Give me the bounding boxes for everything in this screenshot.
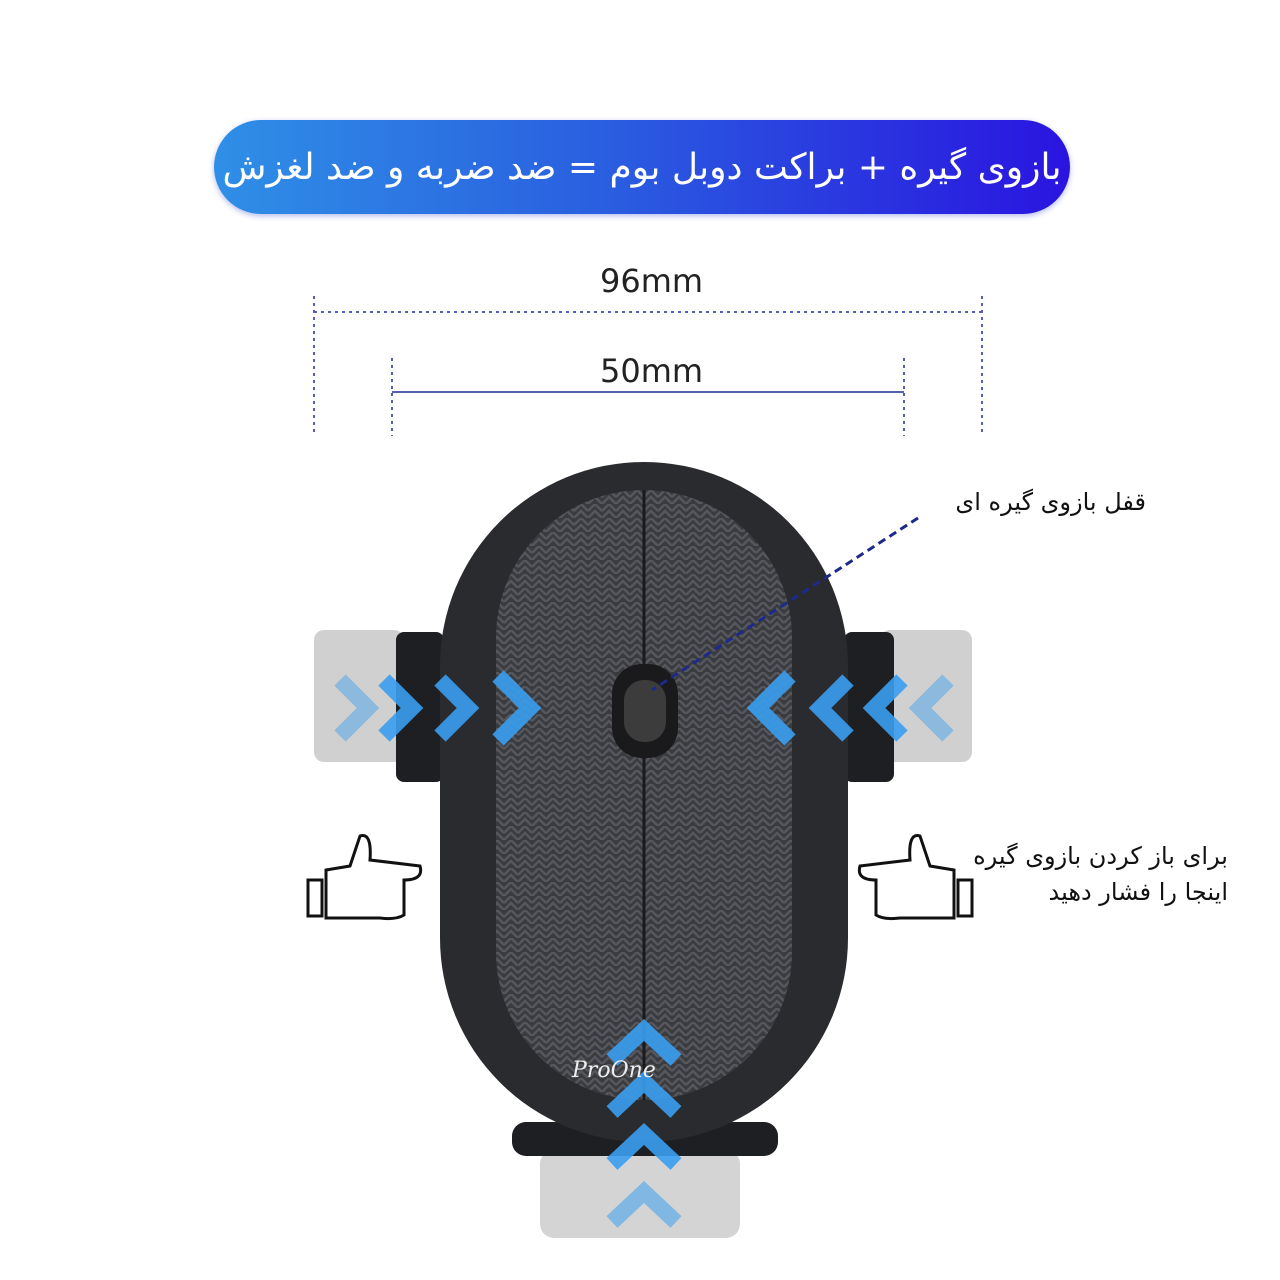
arrows-upward [606,1019,682,1228]
lock-annotation: قفل بازوی گیره ای [955,488,1146,516]
pointing-hand-left-icon [306,834,423,921]
dimension-50mm-label: 50mm [600,352,704,390]
dimension-96mm-line [313,296,983,436]
lock-leader-line [651,516,919,692]
dimension-96mm-label: 96mm [600,262,704,300]
pointing-hand-right-icon [857,834,974,921]
release-annotation-line2: اینجا را فشار دهید [1048,878,1228,906]
left-arm [314,630,444,782]
brand-logo: ProOne [572,1058,656,1083]
title-banner: بازوی گیره + براکت دوبل بوم = ضد ضربه و … [214,120,1070,214]
banner-text: بازوی گیره + براکت دوبل بوم = ضد ضربه و … [222,146,1062,188]
dimension-50mm-line [391,358,905,436]
release-annotation-line1: برای باز کردن بازوی گیره [973,842,1228,870]
arrows-inward [334,670,954,746]
right-arm [844,630,972,782]
